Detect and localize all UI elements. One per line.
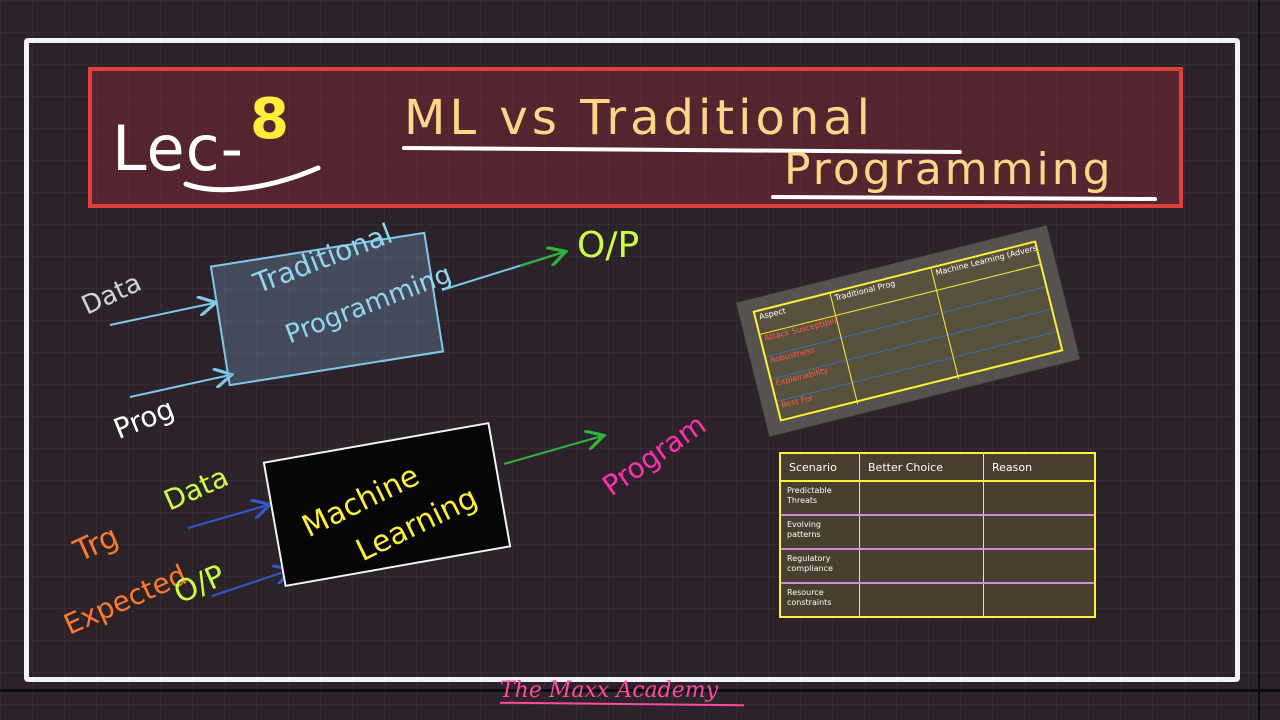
scenario-cell: Regulatory compliance: [781, 550, 860, 582]
scenario-cell: Resource constraints: [781, 584, 860, 618]
empty-cell: [860, 516, 984, 548]
empty-cell: [860, 584, 984, 618]
title-frame: [88, 67, 1183, 208]
output-label: O/P: [577, 225, 640, 266]
arrow-trg-data-to-ml: [187, 505, 268, 529]
lecture-number: 8: [250, 87, 289, 152]
board-frame: [24, 38, 1240, 682]
table-row: Regulatory compliance: [781, 550, 1094, 584]
scenario-table: Scenario Better Choice Reason Predictabl…: [779, 452, 1096, 618]
arrow-ml-to-program: [503, 436, 602, 465]
scenario-header: Scenario: [781, 454, 860, 480]
arrow-prog-to-traditional: [129, 375, 230, 398]
empty-cell: [984, 584, 1094, 618]
screen-edge-right: [1258, 0, 1260, 720]
academy-brand: The Maxx Academy: [500, 678, 719, 703]
arrow-expected-to-ml: [211, 570, 290, 597]
lecture-label: Lec-: [112, 112, 245, 185]
title-line-1: ML vs Traditional: [404, 90, 874, 146]
better-choice-header: Better Choice: [860, 454, 984, 480]
scenario-cell: Predictable Threats: [781, 482, 860, 514]
arrow-output-head: [519, 252, 564, 267]
screen-edge-bottom: [0, 689, 1280, 692]
lecture-underline-swoosh: [183, 165, 321, 193]
table-row: Resource constraints: [781, 584, 1094, 618]
arrow-data-to-traditional: [109, 303, 214, 326]
empty-cell: [860, 482, 984, 514]
table-row: Evolving patterns: [781, 516, 1094, 550]
scenario-table-header: Scenario Better Choice Reason: [781, 454, 1094, 482]
table-row: Predictable Threats: [781, 482, 1094, 516]
title-line-2: Programming: [784, 144, 1114, 195]
empty-cell: [984, 482, 1094, 514]
empty-cell: [860, 550, 984, 582]
empty-cell: [984, 550, 1094, 582]
reason-header: Reason: [992, 461, 1033, 474]
scenario-cell: Evolving patterns: [781, 516, 860, 548]
empty-cell: [984, 516, 1094, 548]
